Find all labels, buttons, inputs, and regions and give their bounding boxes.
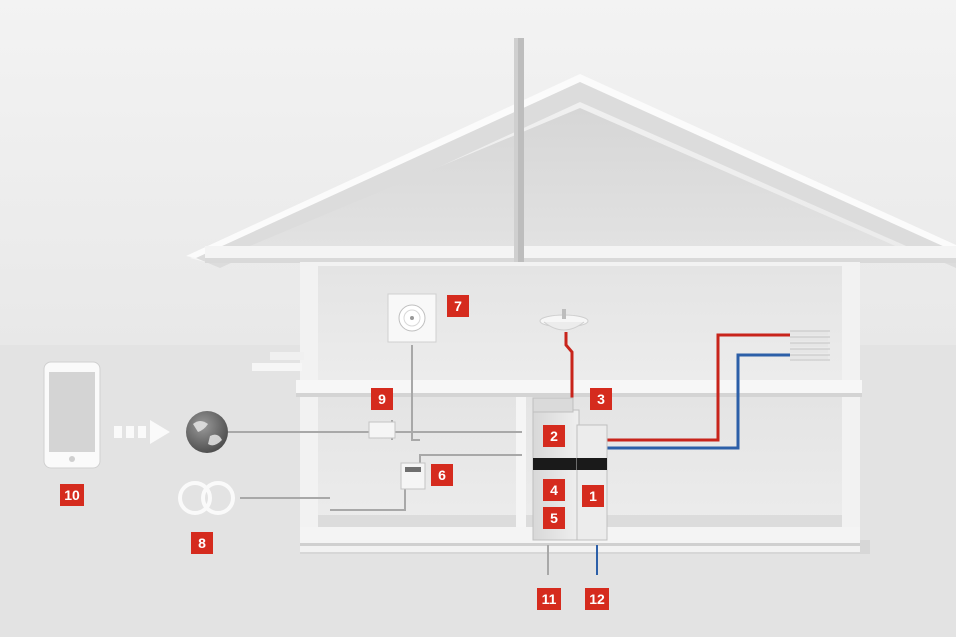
- marker-3: 3: [590, 388, 612, 410]
- gateway-box-icon: [368, 421, 396, 439]
- marker-9: 9: [371, 388, 393, 410]
- marker-12: 12: [585, 588, 609, 610]
- marker-11: 11: [537, 588, 561, 610]
- hot-pipe: [604, 333, 790, 442]
- marker-4: 4: [543, 479, 565, 501]
- marker-2: 2: [543, 425, 565, 447]
- radiator-icon: [790, 331, 828, 359]
- marker-6: 6: [431, 464, 453, 486]
- sink-icon: [539, 309, 589, 331]
- hot-water-pipe-sink: [564, 332, 574, 412]
- marker-7: 7: [447, 295, 469, 317]
- marker-5: 5: [543, 507, 565, 529]
- flue-pipe: [514, 38, 524, 393]
- marker-10: 10: [60, 484, 84, 506]
- smartphone-icon: [43, 361, 101, 469]
- cold-pipe: [604, 353, 790, 450]
- marker-1: 1: [582, 485, 604, 507]
- marker-8: 8: [191, 532, 213, 554]
- globe-icon: [186, 411, 228, 453]
- wall-clock-icon: [387, 293, 437, 343]
- arrow-right-icon: [114, 420, 170, 444]
- electricity-meter-icon: [400, 462, 426, 490]
- grid-connection-icon: [178, 481, 235, 515]
- roof: [186, 74, 956, 268]
